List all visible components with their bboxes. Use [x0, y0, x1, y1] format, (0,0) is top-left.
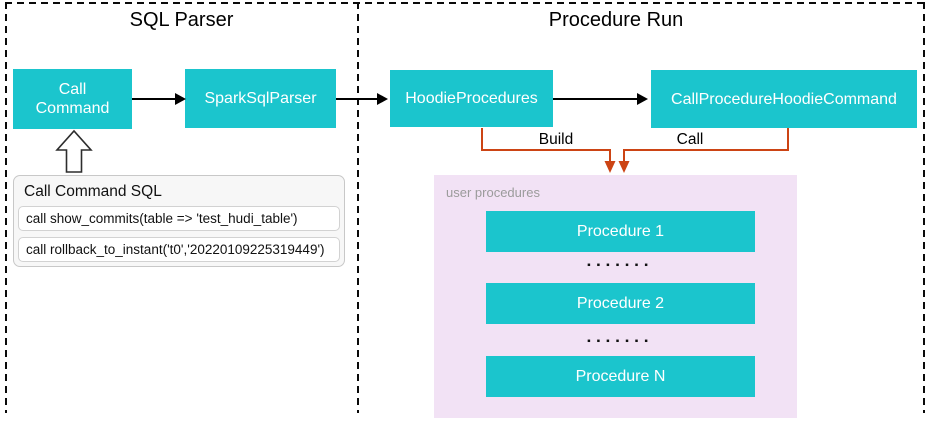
node-procedure-1: Procedure 1 — [486, 211, 755, 252]
node-procedure-n: Procedure N — [486, 356, 755, 397]
build-edge-label: Build — [538, 131, 574, 148]
arrow-hoodieprocedures-to-callprocedurecommand — [553, 93, 648, 105]
hollow-up-arrow — [55, 129, 93, 173]
ellipsis-dots: ▪▪▪▪▪▪▪ — [587, 260, 654, 271]
arrow-callcommand-to-sparksqlparser — [132, 93, 186, 105]
node-procedure-2: Procedure 2 — [486, 283, 755, 324]
frame-divider-dashed-line — [357, 2, 359, 413]
sql-statement-row: call show_commits(table => 'test_hudi_ta… — [18, 206, 340, 231]
node-call-command-label: Call Command — [35, 81, 110, 117]
sql-statement-row: call rollback_to_instant('t0','202201092… — [18, 237, 340, 262]
arrow-sparksqlparser-to-hoodieprocedures — [336, 93, 388, 105]
node-call-command: Call Command — [13, 69, 132, 129]
node-call-procedure-hoodie-command-label: CallProcedureHoodieCommand — [671, 90, 897, 108]
procedure-run-panel-title: Procedure Run — [548, 9, 684, 31]
node-spark-sql-parser: SparkSqlParser — [185, 69, 336, 128]
node-call-procedure-hoodie-command: CallProcedureHoodieCommand — [651, 70, 917, 128]
node-spark-sql-parser-label: SparkSqlParser — [204, 90, 317, 107]
call-command-sql-header: Call Command SQL — [24, 183, 162, 200]
call-edge-label: Call — [676, 131, 704, 148]
sql-parser-panel-title: SQL Parser — [129, 9, 234, 31]
node-hoodie-procedures: HoodieProcedures — [390, 70, 553, 127]
call-command-sql-panel: Call Command SQL call show_commits(table… — [13, 175, 345, 267]
node-hoodie-procedures-label: HoodieProcedures — [405, 90, 538, 107]
ellipsis-dots: ▪▪▪▪▪▪▪ — [587, 336, 654, 347]
user-procedures-label: user procedures — [446, 185, 540, 200]
frame-top-dashed-line — [5, 2, 925, 4]
user-procedures-container: user procedures Procedure 1 ▪▪▪▪▪▪▪ Proc… — [434, 175, 797, 418]
frame-right-dashed-line — [923, 2, 925, 413]
frame-left-dashed-line — [5, 2, 7, 413]
